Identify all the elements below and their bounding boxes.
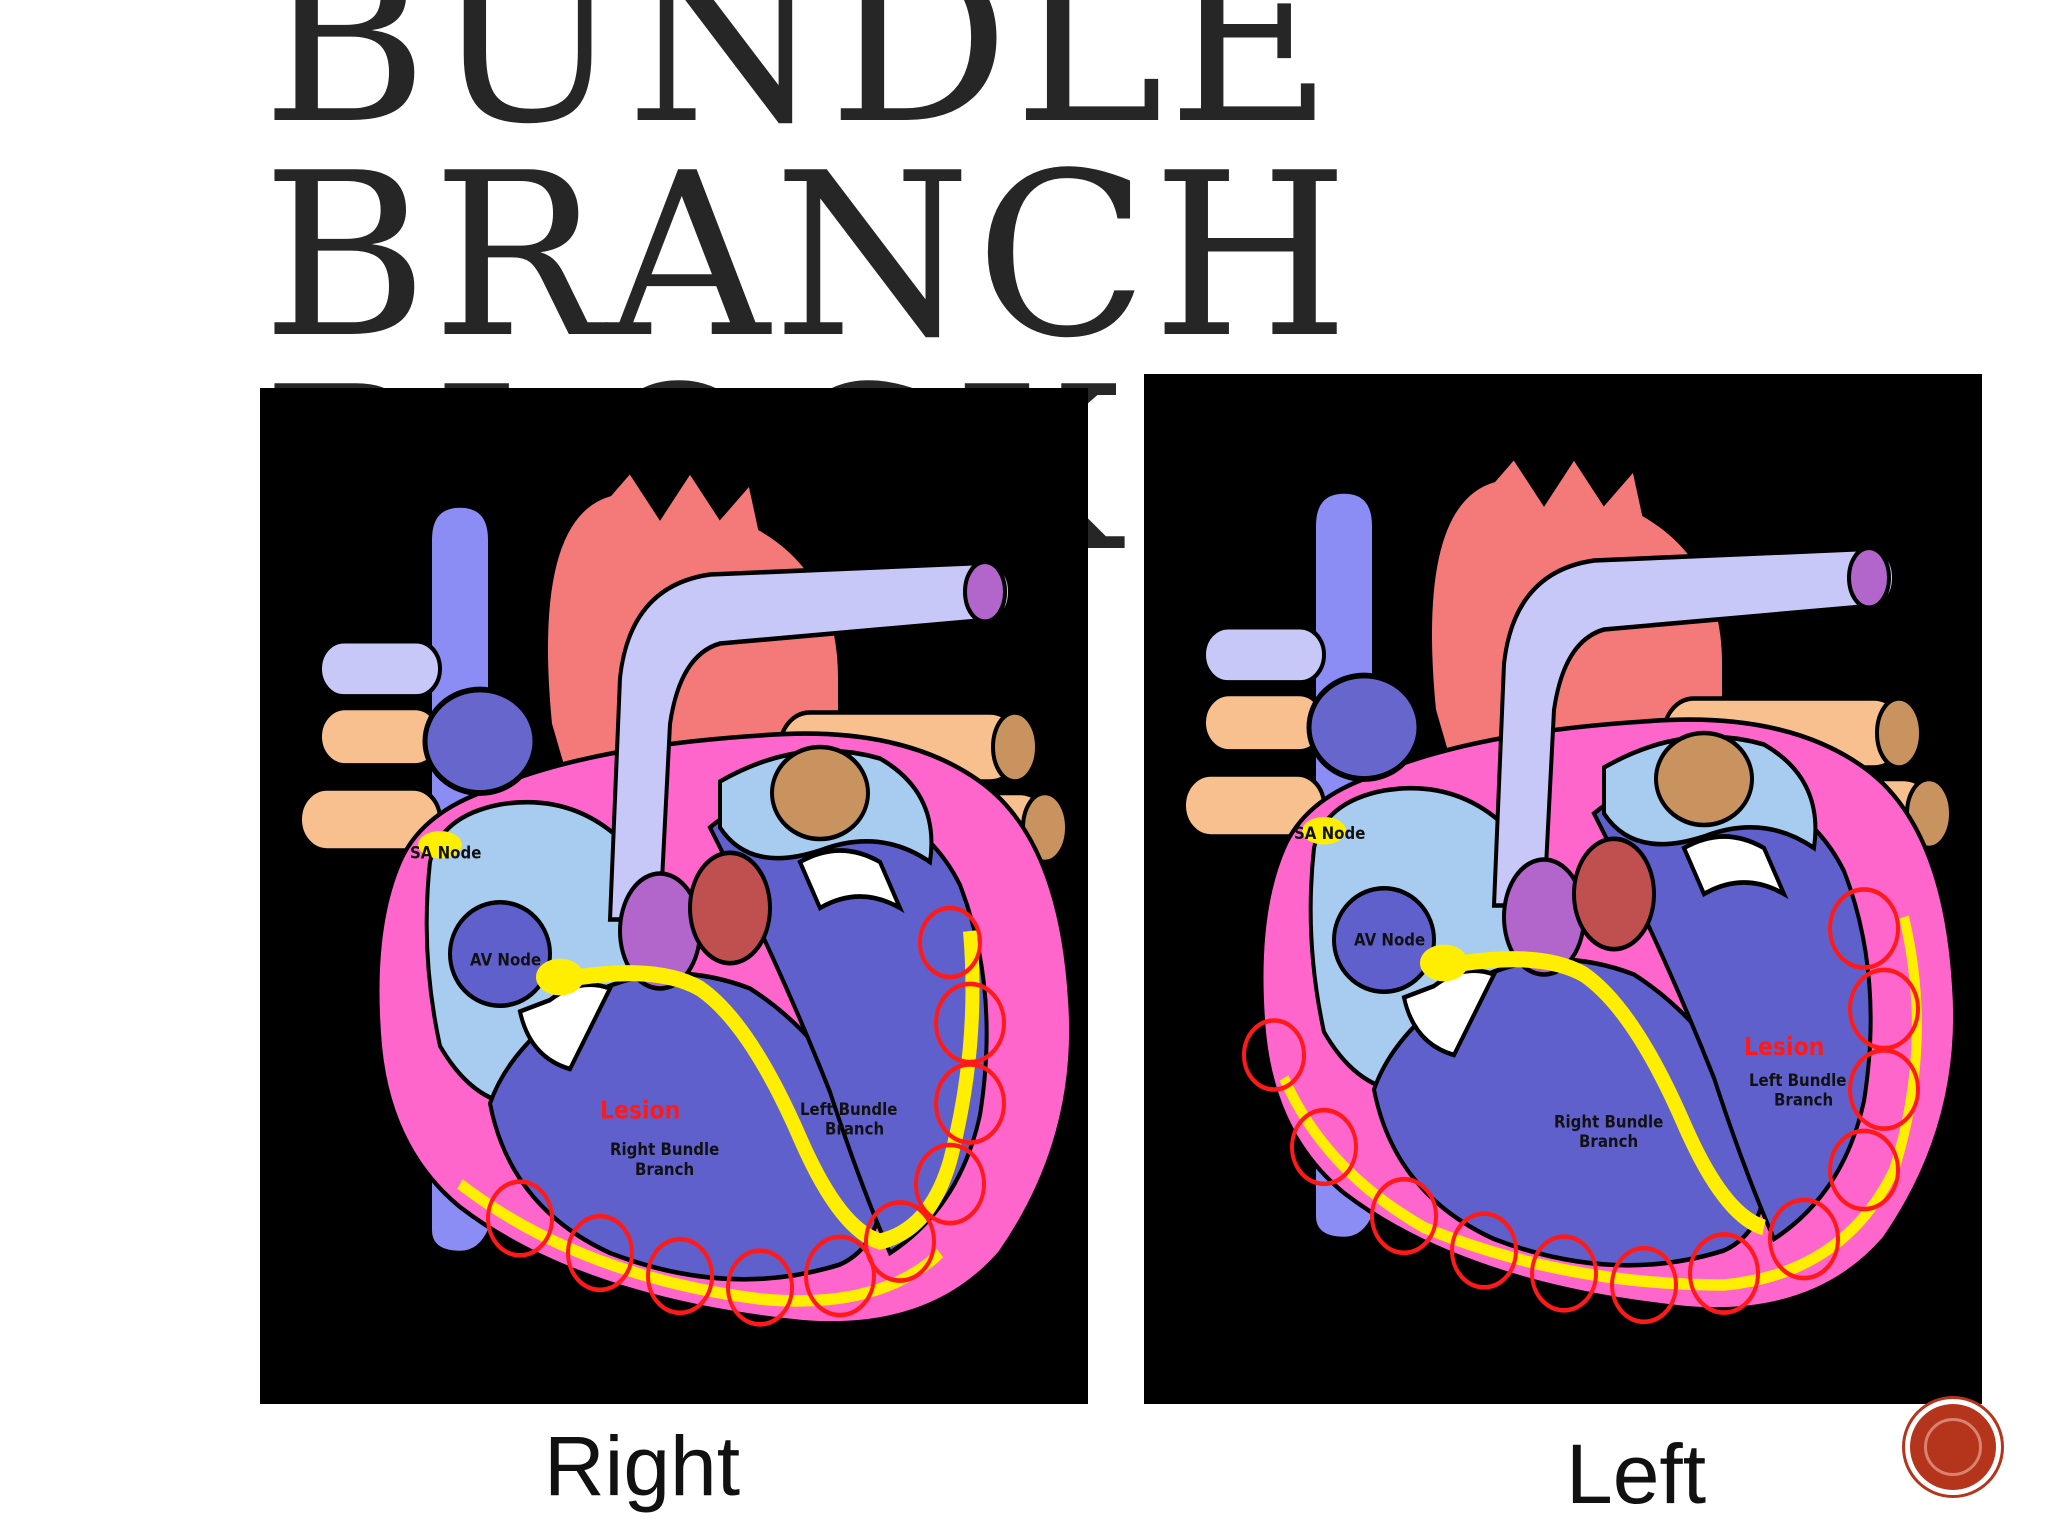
left-bundle-branch-block-diagram: SA Node AV Node Lesion Left Bundle Branc… — [1144, 374, 1982, 1404]
slide-nav-button[interactable] — [1910, 1404, 1996, 1490]
lesion-label: Lesion — [1744, 1032, 1824, 1062]
right-bundle-label-line1: Right Bundle — [610, 1139, 719, 1159]
left-bundle-label-line1: Left Bundle — [800, 1099, 897, 1119]
right-bundle-label-line1: Right Bundle — [1554, 1111, 1663, 1131]
sa-node-label: SA Node — [1294, 823, 1365, 843]
sa-node-label: SA Node — [410, 843, 481, 863]
left-bundle-label-line1: Left Bundle — [1749, 1070, 1846, 1090]
heart-illustration-right: SA Node AV Node Lesion Left Bundle Branc… — [260, 388, 1088, 1327]
slide-nav-ring-icon — [1924, 1418, 1982, 1476]
av-node-label: AV Node — [1354, 930, 1425, 950]
heart-illustration-left: SA Node AV Node Lesion Left Bundle Branc… — [1144, 374, 1982, 1325]
left-bundle-label-line2: Branch — [825, 1119, 884, 1139]
av-node-label: AV Node — [470, 949, 541, 969]
caption-right: Right — [544, 1419, 741, 1513]
right-bundle-branch-block-diagram: SA Node AV Node Lesion Left Bundle Branc… — [260, 388, 1088, 1404]
left-bundle-label-line2: Branch — [1774, 1090, 1833, 1110]
caption-left: Left — [1566, 1427, 1707, 1521]
lesion-label: Lesion — [600, 1095, 680, 1125]
right-bundle-label-line2: Branch — [1579, 1131, 1638, 1151]
right-bundle-label-line2: Branch — [635, 1159, 694, 1179]
